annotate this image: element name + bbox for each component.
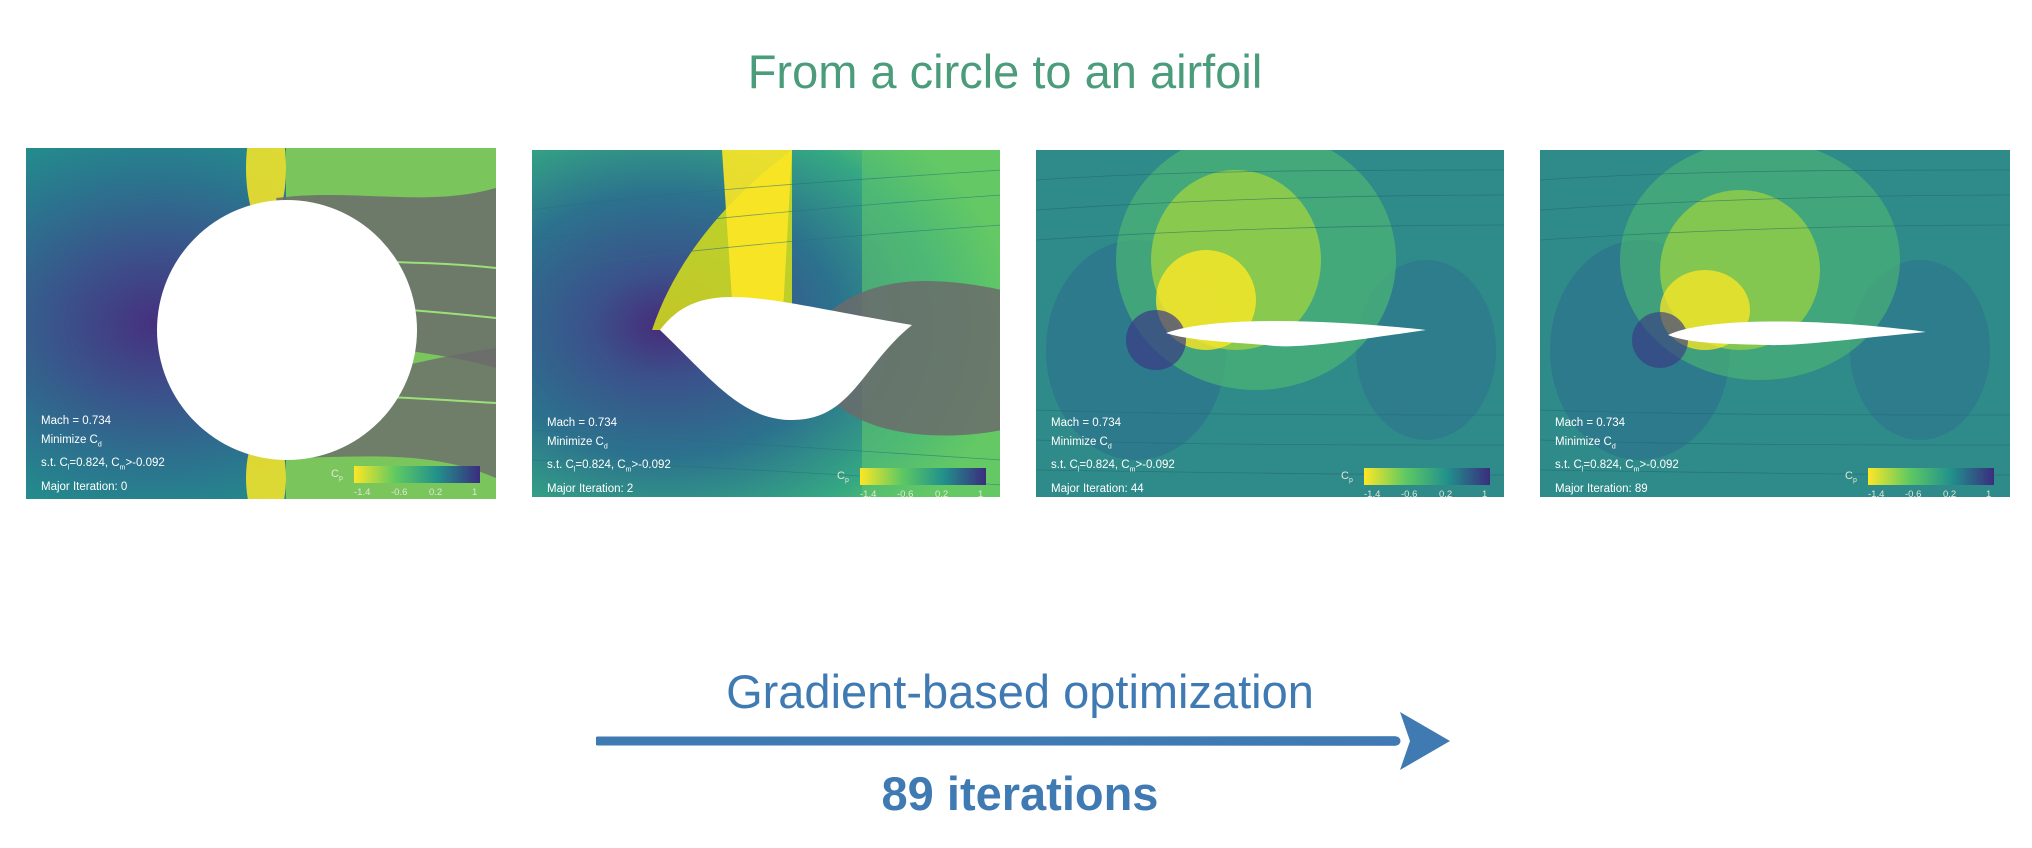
colorbar-ticks: -1.4 -0.6 0.2 1 — [852, 489, 1000, 497]
colorbar-tick: -1.4 — [1868, 489, 1885, 497]
colorbar-ticks: -1.4 -0.6 0.2 1 — [1356, 489, 1504, 497]
iterations-count: 89 iterations — [881, 767, 1159, 820]
colorbar-tick: 1 — [1482, 489, 1488, 497]
colorbar-tick: 0.2 — [1439, 489, 1453, 497]
colorbar — [1364, 468, 1490, 485]
progress-arrow-icon — [596, 712, 1450, 770]
pressure-field-plot — [1036, 150, 1504, 497]
case-info: Mach = 0.734 Minimize Cd s.t. Cl=0.824, … — [41, 412, 165, 497]
colorbar — [860, 468, 986, 485]
iteration-text: Major Iteration: 89 — [1555, 482, 1648, 495]
colorbar-tick: -0.6 — [1905, 489, 1922, 497]
flow-panel-iteration-89: Mach = 0.734 Minimize Cd s.t. Cl=0.824, … — [1540, 150, 2010, 497]
optimization-label: Gradient-based optimization — [726, 665, 1314, 718]
colorbar-tick: -0.6 — [391, 487, 408, 498]
constraint-text: s.t. Cl=0.824, Cm>-0.092 — [1051, 459, 1175, 474]
flow-panel-iteration-44: Mach = 0.734 Minimize Cd s.t. Cl=0.824, … — [1036, 150, 1504, 497]
page-title: From a circle to an airfoil — [747, 45, 1263, 98]
colorbar-label: Cp — [1845, 470, 1857, 485]
objective-text: Minimize Cd — [547, 436, 608, 451]
colorbar — [354, 466, 480, 483]
mach-text: Mach = 0.734 — [1555, 417, 1626, 429]
objective-text: Minimize Cd — [1051, 436, 1112, 451]
colorbar-label: Cp — [1341, 470, 1353, 485]
pressure-field-plot — [532, 150, 1000, 497]
colorbar-label: Cp — [837, 470, 849, 485]
colorbar-tick: 1 — [978, 489, 984, 497]
case-info: Mach = 0.734 Minimize Cd s.t. Cl=0.824, … — [547, 414, 671, 497]
colorbar-tick: -0.6 — [897, 489, 914, 497]
colorbar-label: Cp — [331, 468, 343, 483]
iteration-text: Major Iteration: 44 — [1051, 482, 1144, 495]
colorbar-tick: 1 — [1986, 489, 1992, 497]
constraint-text: s.t. Cl=0.824, Cm>-0.092 — [547, 459, 671, 474]
case-info: Mach = 0.734 Minimize Cd s.t. Cl=0.824, … — [1555, 414, 1679, 497]
constraint-text: s.t. Cl=0.824, Cm>-0.092 — [41, 457, 165, 472]
constraint-text: s.t. Cl=0.824, Cm>-0.092 — [1555, 459, 1679, 474]
iteration-text: Major Iteration: 0 — [41, 480, 128, 493]
flow-panel-iteration-0: Mach = 0.734 Minimize Cd s.t. Cl=0.824, … — [26, 148, 496, 499]
mach-text: Mach = 0.734 — [41, 415, 112, 427]
colorbar-tick: 0.2 — [935, 489, 949, 497]
colorbar — [1868, 468, 1994, 485]
colorbar-tick: 1 — [472, 487, 478, 498]
mach-text: Mach = 0.734 — [1051, 417, 1122, 429]
colorbar-tick: -1.4 — [860, 489, 877, 497]
case-info: Mach = 0.734 Minimize Cd s.t. Cl=0.824, … — [1051, 414, 1175, 497]
flow-panel-iteration-2: Mach = 0.734 Minimize Cd s.t. Cl=0.824, … — [532, 150, 1000, 497]
objective-text: Minimize Cd — [1555, 436, 1616, 451]
pressure-field-plot — [26, 148, 496, 499]
colorbar-tick: 0.2 — [1943, 489, 1957, 497]
pressure-field-plot — [1540, 150, 2010, 497]
mach-text: Mach = 0.734 — [547, 417, 618, 429]
objective-text: Minimize Cd — [41, 434, 102, 449]
colorbar-tick: 0.2 — [429, 487, 443, 498]
colorbar-tick: -0.6 — [1401, 489, 1418, 497]
colorbar-ticks: -1.4 -0.6 0.2 1 — [1860, 489, 2010, 497]
colorbar-tick: -1.4 — [354, 487, 371, 498]
iteration-text: Major Iteration: 2 — [547, 482, 634, 495]
colorbar-tick: -1.4 — [1364, 489, 1381, 497]
colorbar-ticks: -1.4 -0.6 0.2 1 — [346, 487, 496, 499]
